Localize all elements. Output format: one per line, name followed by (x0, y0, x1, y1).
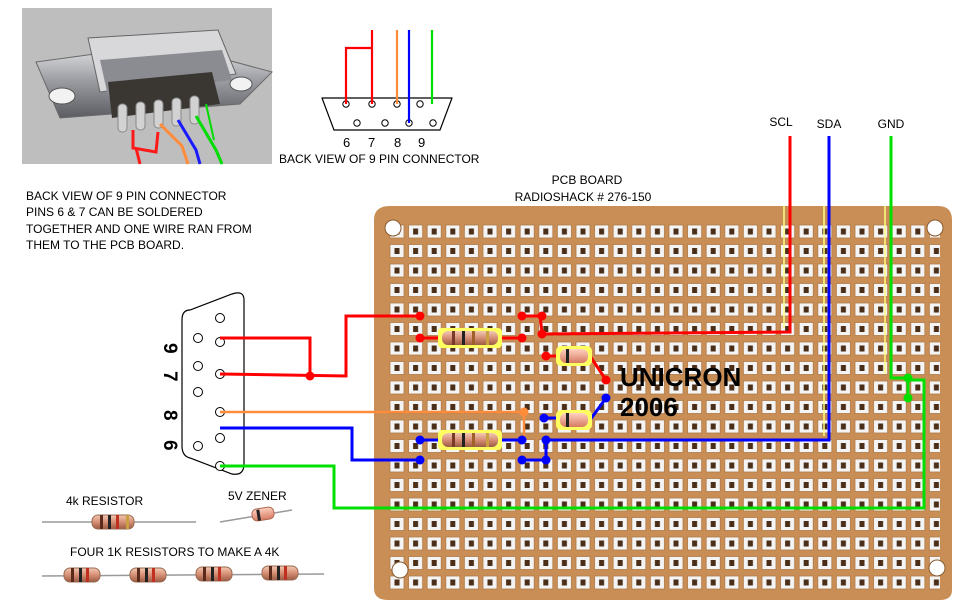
board-zener-top (556, 346, 592, 366)
top-pin-8: 8 (394, 135, 401, 150)
pcb-subtitle: RADIOSHACK # 276-150 (515, 190, 652, 204)
junction-dots (305, 311, 913, 465)
photo-caption-line4: THEM TO THE PCB BOARD. (26, 238, 184, 252)
board-zener-bottom (556, 410, 592, 430)
side-pin-7: 7 (159, 371, 180, 382)
pcb-title: PCB BOARD (552, 173, 623, 187)
scl-label: SCL (769, 115, 793, 129)
resistor-4k-label: 4k RESISTOR (66, 494, 143, 508)
side-pin-8: 8 (159, 410, 180, 421)
top-pin-7: 7 (368, 135, 375, 150)
four-1k-label: FOUR 1K RESISTORS TO MAKE A 4K (70, 545, 279, 559)
zener-label: 5V ZENER (228, 489, 287, 503)
side-pin-labels: 9 7 8 6 (159, 343, 180, 451)
zener-image (219, 506, 293, 523)
top-connector-caption: BACK VIEW OF 9 PIN CONNECTOR (279, 152, 480, 166)
side-pin-9: 9 (159, 343, 180, 354)
photo-caption-line2: PINS 6 & 7 CAN BE SOLDERED (26, 205, 203, 219)
sda-label: SDA (817, 117, 842, 131)
gnd-label: GND (878, 117, 905, 131)
unicron-label: UNICRON (620, 362, 741, 392)
photo-caption-line1: BACK VIEW OF 9 PIN CONNECTOR (26, 189, 227, 203)
board-resistor-bottom (438, 430, 502, 450)
connector-side-view (181, 292, 245, 475)
connector-back-view (321, 30, 453, 131)
pcb-board (374, 206, 952, 600)
photo-caption-line3: TOGETHER AND ONE WIRE RAN FROM (26, 222, 252, 236)
resistor-4k-image (42, 514, 196, 530)
board-resistor-top (438, 328, 502, 348)
year-label: 2006 (620, 392, 678, 422)
connector-photo (22, 8, 273, 165)
side-pin-6: 6 (159, 440, 180, 451)
top-pin-9: 9 (418, 135, 425, 150)
top-pin-6: 6 (343, 135, 350, 150)
four-1k-resistors-image (41, 565, 325, 583)
